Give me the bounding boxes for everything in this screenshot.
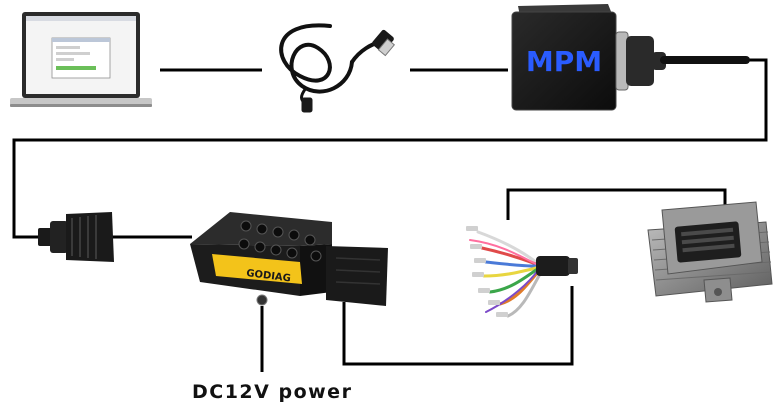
mpm-brand-text: MPM (526, 45, 602, 78)
ecu-icon (647, 201, 773, 303)
godiag-brand-text: GODIAG (246, 268, 292, 284)
line-mpm-to-obd (12, 58, 768, 239)
godiag-breakout-box: GODIAG (190, 212, 388, 306)
jumper-harness-icon (466, 226, 578, 318)
power-jack-icon (256, 294, 268, 306)
mpm-programmer: MPM (511, 4, 750, 111)
godiag-buttons (238, 220, 322, 262)
power-label: DC12V power (192, 381, 353, 403)
laptop-icon (10, 12, 152, 107)
obd-connector-icon (38, 212, 114, 262)
usb-cable-icon (279, 23, 396, 113)
line-godiag-to-harness (342, 286, 574, 366)
